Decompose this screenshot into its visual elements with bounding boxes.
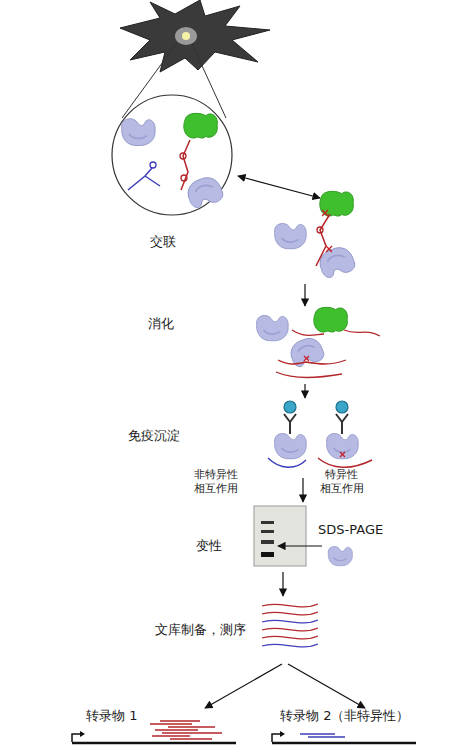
interaction-label: 非特异性 相互作用 (192, 468, 239, 496)
interaction-label: 特异性 相互作用 (318, 468, 365, 496)
transcript-label: 转录物 1 (86, 708, 137, 725)
step-label: 消化 (148, 316, 174, 333)
transcript-label: 转录物 2（非特异性） (280, 708, 409, 725)
step-label: 文库制备，测序 (155, 622, 246, 639)
step-label: 免疫沉淀 (128, 428, 180, 445)
step-label: 变性 (196, 538, 222, 555)
method-label: SDS-PAGE (318, 522, 383, 539)
step-label: 交联 (150, 234, 176, 251)
